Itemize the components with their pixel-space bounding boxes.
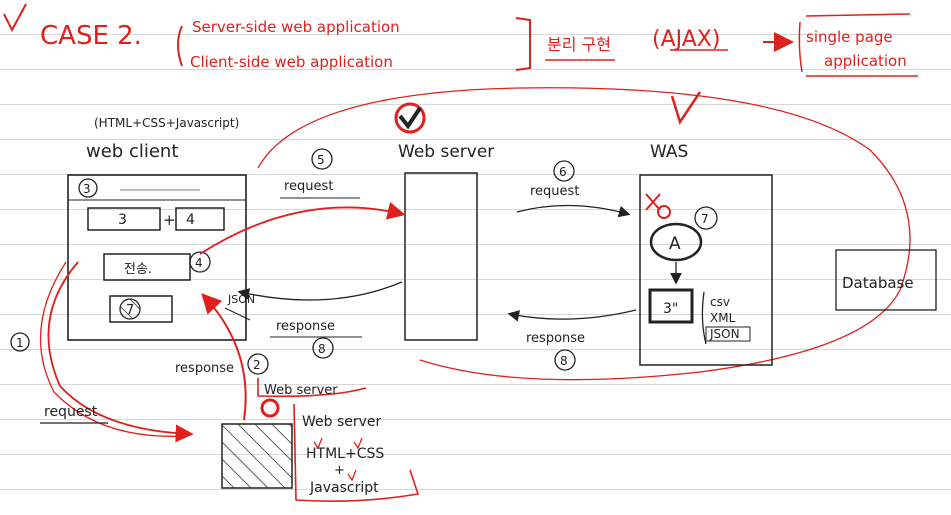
result-circle xyxy=(119,298,141,320)
format-json: JSON xyxy=(709,327,740,341)
result-data-box xyxy=(648,288,694,324)
web-server: Web server 5 request response 8 xyxy=(199,102,494,359)
ws-resp-step: 8 xyxy=(318,342,326,356)
json-underline xyxy=(224,307,251,321)
response-arrow-to-client xyxy=(237,281,403,301)
initial-step-circle xyxy=(10,332,30,352)
was-response-label: response xyxy=(526,331,585,346)
initial-step1: 1 xyxy=(16,336,24,350)
client-title: web client xyxy=(86,141,178,162)
ajax-scope-oval xyxy=(257,87,911,381)
spa-line1: single page xyxy=(806,28,893,46)
database-label: Database xyxy=(842,274,914,292)
json-label: JSON xyxy=(227,293,255,306)
initial-request-arrow xyxy=(47,261,194,443)
client-step-label: 3 xyxy=(83,182,91,196)
plus-sign: + xyxy=(163,211,176,229)
was: WAS 6 request response 8 7 A 3" csv XML … xyxy=(507,91,773,371)
ws-response-label: response xyxy=(276,319,335,334)
send-step-circle xyxy=(189,251,211,273)
send-button[interactable] xyxy=(103,253,191,281)
server-side-label: Server-side web application xyxy=(192,18,400,36)
initial-web-server-box xyxy=(221,423,293,489)
request-arrow-to-was xyxy=(516,204,631,218)
result-box xyxy=(109,295,173,323)
header: CASE 2. Server-side web application Clie… xyxy=(3,3,918,77)
case-label: CASE 2. xyxy=(40,21,142,51)
response-arrow-to-web-server xyxy=(507,309,637,322)
send-step-label: 4 xyxy=(195,256,203,270)
was-step7: 7 xyxy=(701,212,709,226)
input-a-box[interactable] xyxy=(87,207,161,231)
was-check-icon xyxy=(670,91,702,125)
ws-req-step: 5 xyxy=(317,153,325,167)
result-data-value: 3" xyxy=(663,301,678,317)
format-xml: XML xyxy=(710,311,736,325)
initial-load: 1 request response 2 Web server Web serv… xyxy=(10,261,420,502)
client-step-circle xyxy=(78,178,98,198)
initial-ws-icon xyxy=(260,398,280,418)
was-box xyxy=(639,174,773,366)
right-bracket xyxy=(515,17,531,71)
web-server-title: Web server xyxy=(398,142,494,162)
input-a-value: 3 xyxy=(118,212,127,228)
result-value: 7 xyxy=(126,303,134,318)
send-button-label: 전송. xyxy=(124,262,152,277)
component-a-label: A xyxy=(669,234,681,254)
ws-resp-step-circle xyxy=(312,337,334,359)
spa-bracket xyxy=(798,13,918,77)
database: Database xyxy=(835,249,937,311)
request-arrow-to-web-server xyxy=(199,201,406,255)
initial-ws-label: Web server xyxy=(264,383,338,398)
initial-response-arrow xyxy=(201,293,247,421)
ws-request-label: request xyxy=(284,179,333,194)
was-request-label: request xyxy=(530,184,579,199)
format-json-box xyxy=(705,326,751,342)
web-server-icon xyxy=(394,102,426,134)
initial-ws-plus: + xyxy=(334,463,345,478)
spa-line2: application xyxy=(824,52,907,70)
format-csv: csv xyxy=(710,295,730,309)
left-brace xyxy=(177,25,183,67)
database-box xyxy=(835,249,937,311)
web-server-box xyxy=(404,172,478,341)
was-resp-step-circle xyxy=(554,349,576,371)
initial-ws-content2: Javascript xyxy=(309,480,379,496)
initial-step2: 2 xyxy=(253,358,261,372)
was-req-step: 6 xyxy=(559,165,567,179)
check-icon xyxy=(3,3,27,33)
initial-request-arrow-2 xyxy=(39,261,185,437)
client-side-label: Client-side web application xyxy=(190,53,393,71)
separation-label: 분리 구현 xyxy=(547,35,611,54)
was-req-step-circle xyxy=(553,160,575,182)
initial-step2-circle xyxy=(247,353,269,375)
web-client: (HTML+CSS+Javascript) web client 3 3 + 4… xyxy=(67,116,255,341)
initial-web-server-bracket xyxy=(257,378,420,502)
input-b-box[interactable] xyxy=(175,207,225,231)
client-tech-label: (HTML+CSS+Javascript) xyxy=(94,116,239,130)
was-resp-step: 8 xyxy=(560,354,568,368)
format-brace xyxy=(701,291,707,345)
initial-request-label: request xyxy=(44,404,98,420)
input-b-value: 4 xyxy=(186,212,195,228)
initial-ws-checkmarks xyxy=(313,437,363,482)
initial-ws-sub: Web server xyxy=(302,414,382,430)
initial-response-label: response xyxy=(175,361,234,376)
component-a xyxy=(649,222,703,262)
client-window xyxy=(67,174,247,341)
was-error-mark xyxy=(645,193,671,219)
ajax-label: (AJAX) xyxy=(652,27,720,52)
initial-ws-content1: HTML+CSS xyxy=(306,446,384,462)
was-step7-circle xyxy=(694,206,718,230)
ws-req-step-circle xyxy=(311,148,333,170)
was-title: WAS xyxy=(650,142,688,162)
